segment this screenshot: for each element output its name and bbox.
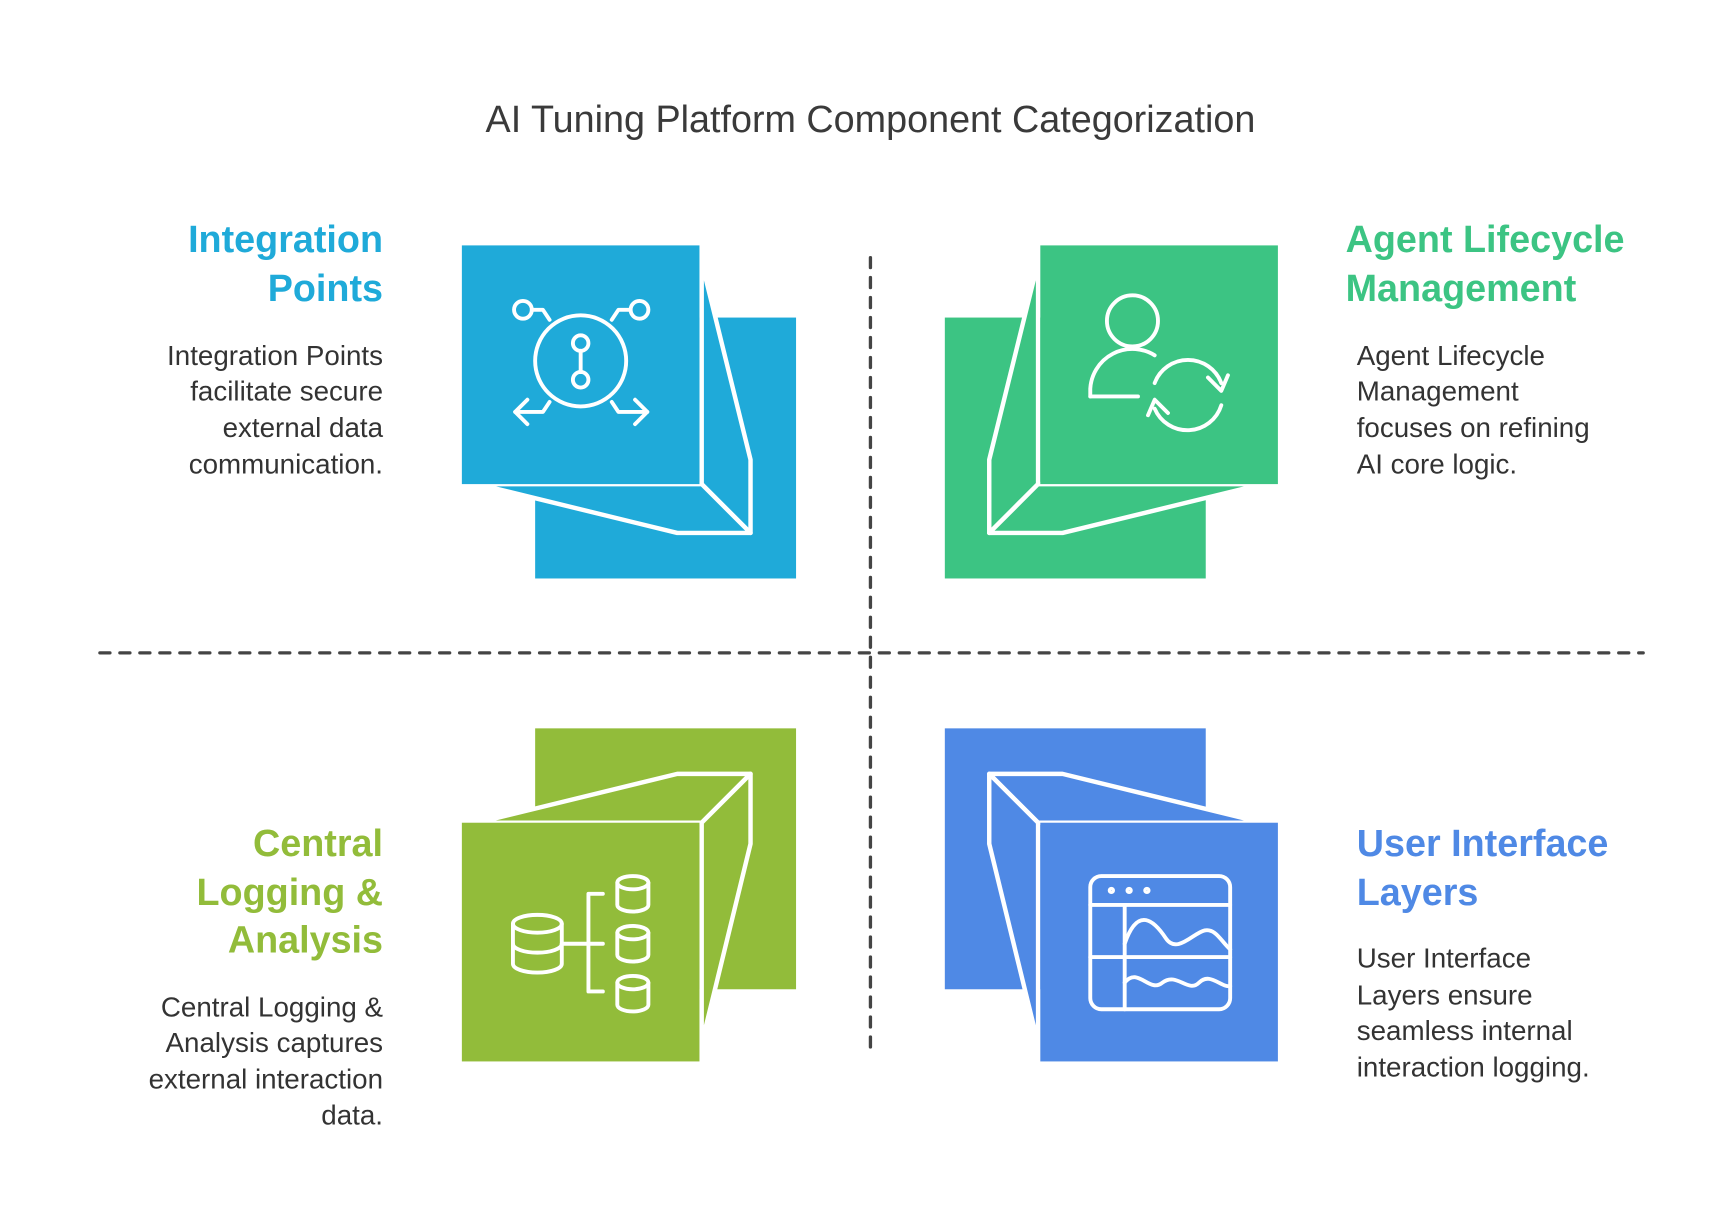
integration-points-cube xyxy=(461,245,797,579)
integration-points-heading: Integration xyxy=(188,218,383,260)
agent-lifecycle-cube xyxy=(944,245,1278,579)
user-interface-desc: User Interface xyxy=(1357,943,1531,974)
user-interface-desc: seamless internal xyxy=(1357,1015,1573,1046)
browser-chart-icon xyxy=(1088,874,1233,1012)
user-interface-heading: Layers xyxy=(1357,871,1479,913)
central-logging-cube xyxy=(461,728,797,1062)
agent-lifecycle-heading: Agent Lifecycle xyxy=(1346,218,1625,260)
integration-points-desc: communication. xyxy=(189,449,383,480)
integration-points-heading: Points xyxy=(268,267,383,309)
user-interface-desc: interaction logging. xyxy=(1357,1052,1590,1083)
central-logging-desc: data. xyxy=(321,1099,383,1130)
central-logging-heading: Central xyxy=(253,822,383,864)
central-logging-heading: Analysis xyxy=(228,919,383,961)
integration-points-desc: Integration Points xyxy=(167,340,383,371)
user-interface-cube xyxy=(944,728,1278,1062)
user-refresh-icon xyxy=(1088,293,1230,433)
central-logging-desc: Analysis captures xyxy=(166,1027,383,1058)
central-logging-desc: external interaction xyxy=(149,1064,383,1095)
user-interface-desc: Layers ensure xyxy=(1357,979,1533,1010)
agent-lifecycle-desc: AI core logic. xyxy=(1357,449,1517,480)
user-interface-heading: User Interface xyxy=(1357,822,1609,864)
integration-points-desc: external data xyxy=(223,412,384,443)
central-logging-desc: Central Logging & xyxy=(161,992,384,1023)
database-tree-icon xyxy=(510,874,651,1014)
integration-points-desc: facilitate secure xyxy=(190,375,383,406)
central-logging-heading: Logging & xyxy=(197,871,384,913)
agent-lifecycle-heading: Management xyxy=(1346,267,1577,309)
agent-lifecycle-desc: Agent Lifecycle xyxy=(1357,340,1545,371)
network-hub-icon xyxy=(512,298,651,427)
agent-lifecycle-desc: focuses on refining xyxy=(1357,412,1590,443)
agent-lifecycle-desc: Management xyxy=(1357,375,1519,406)
diagram-title: AI Tuning Platform Component Categorizat… xyxy=(486,98,1256,140)
